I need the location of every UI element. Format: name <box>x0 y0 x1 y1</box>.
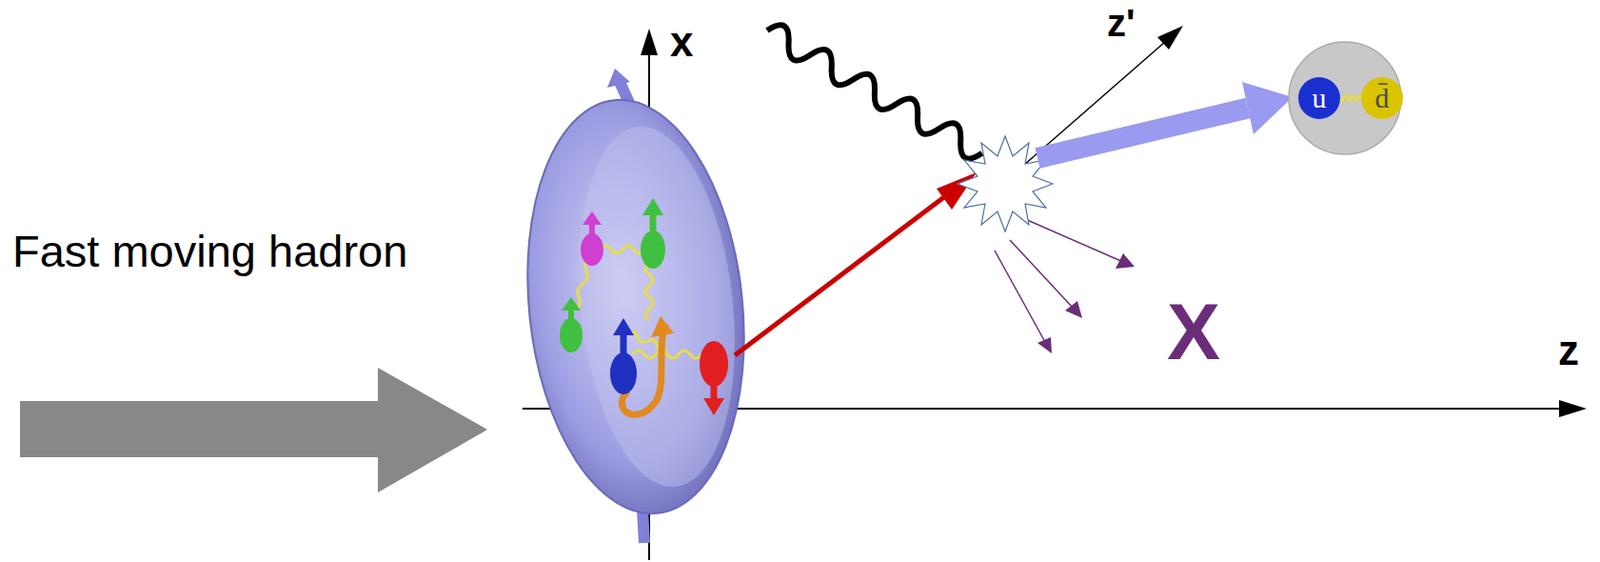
z-axis-head <box>1559 399 1587 417</box>
photon-wave <box>761 19 989 164</box>
antiquark-circle: d̄ <box>1361 77 1403 119</box>
hadron <box>508 68 764 543</box>
quark-symbol: u <box>1312 83 1327 113</box>
struck-quark-arrow <box>734 187 957 356</box>
pion-circle <box>1288 41 1402 155</box>
caption-label: Fast moving hadron <box>12 228 408 274</box>
x-axis-head <box>640 28 658 56</box>
final-state-label: X <box>1166 291 1221 372</box>
axis-label: z <box>1558 329 1580 372</box>
quark-circle: u <box>1298 77 1341 119</box>
pion-arrow-head <box>1242 81 1293 135</box>
pion-arrow <box>1037 108 1248 159</box>
axis-label: z' <box>1106 3 1136 42</box>
axis-label: x <box>670 20 693 63</box>
z-prime-axis-head <box>1157 25 1184 50</box>
gluon-line <box>1340 95 1362 101</box>
fragment-arrows <box>994 218 1135 354</box>
beam-arrow <box>19 367 488 493</box>
quark-symbol: d̄ <box>1375 83 1390 113</box>
